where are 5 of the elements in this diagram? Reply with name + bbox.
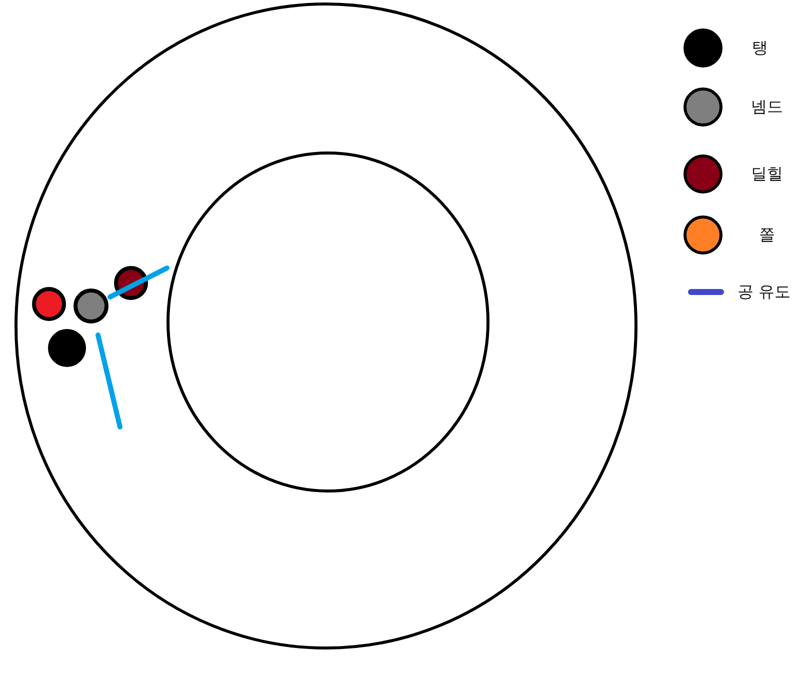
legend-label: 넴드 (751, 97, 783, 117)
legend-label: 탱 (752, 38, 768, 58)
legend-label: 공 유도 (737, 282, 791, 302)
legend-label: 딜힐 (751, 164, 783, 184)
legend-label: 쫄 (759, 225, 775, 245)
